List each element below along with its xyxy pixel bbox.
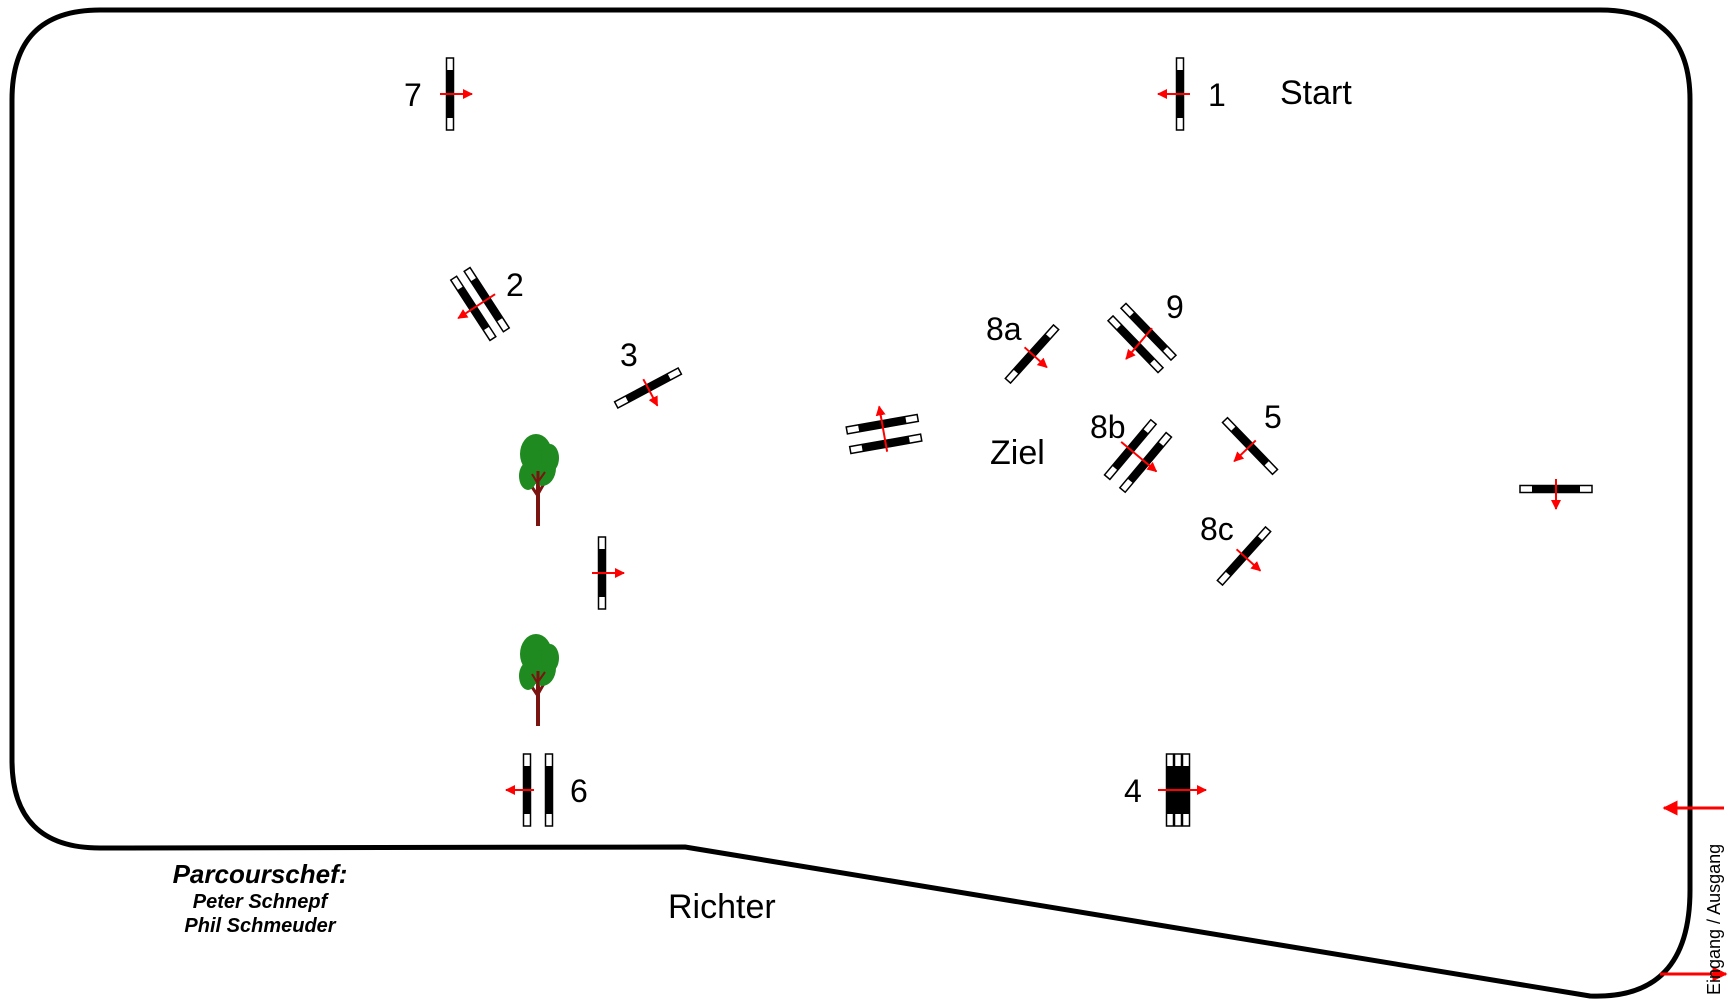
obstacle-5 [1221,416,1279,476]
tree-icon [517,432,561,528]
judge-label: Richter [668,888,776,926]
obstacle-9 [1107,302,1177,374]
obstacle-label-8c: 8c [1200,511,1234,547]
obstacle-unnumbered-oxer [845,405,923,455]
obstacle-6 [505,753,554,827]
start-label: Start [1280,74,1352,112]
obstacle-8b [1103,418,1173,494]
obstacle-label-9: 9 [1166,289,1184,325]
obstacle-label-1: 1 [1208,77,1226,113]
obstacle-label-8b: 8b [1090,409,1126,445]
obstacle-7 [440,57,473,131]
obstacle-2 [449,266,511,342]
obstacle-label-2: 2 [506,267,524,303]
obstacle-4 [1158,753,1207,827]
obstacle-label-8a: 8a [986,311,1022,347]
course-designer-credits: Parcourschef: Peter Schnepf Phil Schmeud… [130,858,390,938]
obstacle-8a [1004,324,1060,384]
obstacle-1 [1157,57,1190,131]
obstacle-3 [613,367,683,409]
obstacle-label-3: 3 [620,337,638,373]
finish-label: Ziel [990,434,1045,472]
obstacle-label-4: 4 [1124,773,1142,809]
credits-name: Peter Schnepf [192,891,328,913]
obstacle-label-7: 7 [404,77,422,113]
entrance-label: Eingang / Ausgang [1704,844,1724,995]
obstacle-unnumbered-left [592,536,625,610]
obstacle-label-5: 5 [1264,399,1282,435]
credits-name: Phil Schmeuder [184,915,336,937]
obstacle-8c [1216,526,1272,586]
tree-icon [517,632,561,728]
credits-title: Parcourschef: [172,859,348,889]
obstacle-unnumbered-right [1519,479,1593,510]
obstacle-label-6: 6 [570,773,588,809]
arena-border [9,7,1693,999]
